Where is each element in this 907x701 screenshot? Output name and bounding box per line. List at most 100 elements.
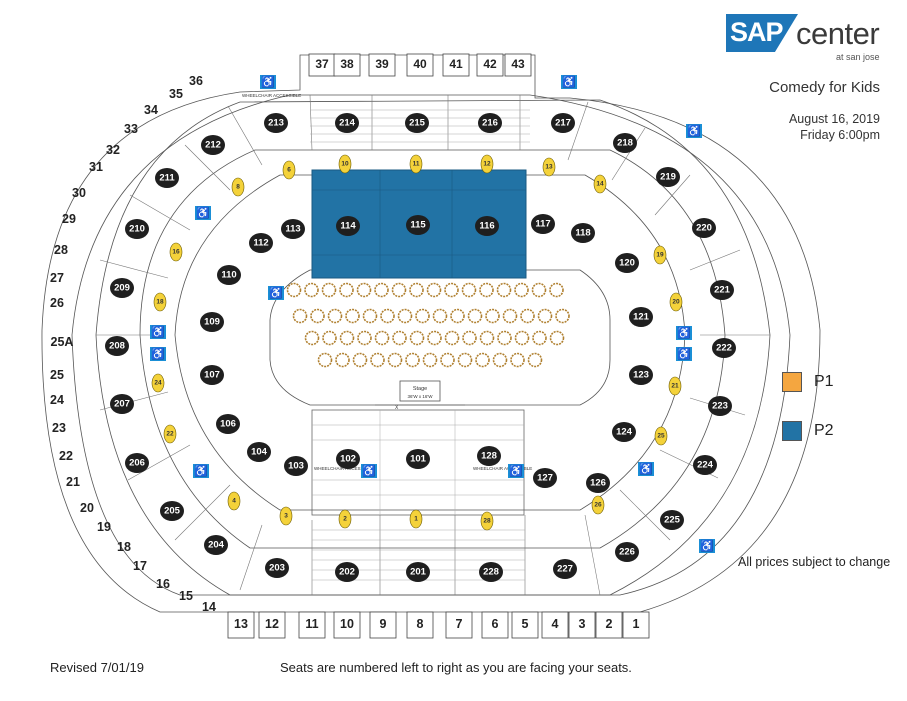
section-207[interactable]: 207 xyxy=(110,394,134,414)
section-203[interactable]: 203 xyxy=(265,558,289,578)
suite-13[interactable]: 13 xyxy=(227,611,255,639)
suite-32[interactable]: 32 xyxy=(106,143,120,157)
suite-14[interactable]: 14 xyxy=(202,600,216,614)
section-204[interactable]: 204 xyxy=(204,535,228,555)
suite-24[interactable]: 24 xyxy=(50,393,64,407)
section-117[interactable]: 117 xyxy=(531,214,555,234)
section-215[interactable]: 215 xyxy=(405,113,429,133)
section-101[interactable]: 101 xyxy=(406,449,430,469)
section-216[interactable]: 216 xyxy=(478,113,502,133)
floor-table xyxy=(467,308,483,324)
suite-25A[interactable]: 25A xyxy=(51,335,74,349)
section-114[interactable]: 114 xyxy=(336,216,360,236)
section-120[interactable]: 120 xyxy=(615,253,639,273)
floor-table xyxy=(317,352,333,368)
suite-37[interactable]: 37 xyxy=(308,53,336,77)
section-202[interactable]: 202 xyxy=(335,562,359,582)
section-127[interactable]: 127 xyxy=(533,468,557,488)
suite-38[interactable]: 38 xyxy=(333,53,361,77)
floor-table xyxy=(409,282,424,298)
suite-25[interactable]: 25 xyxy=(50,368,64,382)
section-102[interactable]: 102 xyxy=(336,449,360,469)
suite-23[interactable]: 23 xyxy=(52,421,66,435)
section-210[interactable]: 210 xyxy=(125,219,149,239)
suite-8[interactable]: 8 xyxy=(406,611,434,639)
suite-11[interactable]: 11 xyxy=(298,611,326,639)
section-225[interactable]: 225 xyxy=(660,510,684,530)
suite-4[interactable]: 4 xyxy=(541,611,569,639)
section-110[interactable]: 110 xyxy=(217,265,241,285)
section-126[interactable]: 126 xyxy=(586,473,610,493)
suite-16[interactable]: 16 xyxy=(156,577,170,591)
section-217[interactable]: 217 xyxy=(551,113,575,133)
section-121[interactable]: 121 xyxy=(629,307,653,327)
suite-3[interactable]: 3 xyxy=(568,611,596,639)
section-224[interactable]: 224 xyxy=(693,455,717,475)
suite-36[interactable]: 36 xyxy=(189,74,203,88)
suite-30[interactable]: 30 xyxy=(72,186,86,200)
wheelchair-icon: ♿ xyxy=(193,464,209,478)
suite-18[interactable]: 18 xyxy=(117,540,131,554)
section-212[interactable]: 212 xyxy=(201,135,225,155)
section-116[interactable]: 116 xyxy=(475,216,499,236)
section-213[interactable]: 213 xyxy=(264,113,288,133)
section-115[interactable]: 115 xyxy=(406,215,430,235)
section-221[interactable]: 221 xyxy=(710,280,734,300)
section-208[interactable]: 208 xyxy=(105,336,129,356)
vomitory-22-16: 22 xyxy=(163,424,177,444)
section-206[interactable]: 206 xyxy=(125,453,149,473)
suite-31[interactable]: 31 xyxy=(89,160,103,174)
suite-12[interactable]: 12 xyxy=(258,611,286,639)
section-222[interactable]: 222 xyxy=(712,338,736,358)
section-223[interactable]: 223 xyxy=(708,396,732,416)
section-109[interactable]: 109 xyxy=(200,312,224,332)
section-103[interactable]: 103 xyxy=(284,456,308,476)
suite-33[interactable]: 33 xyxy=(124,122,138,136)
suite-34[interactable]: 34 xyxy=(144,103,158,117)
section-107[interactable]: 107 xyxy=(200,365,224,385)
section-228[interactable]: 228 xyxy=(479,562,503,582)
suite-10[interactable]: 10 xyxy=(333,611,361,639)
section-211[interactable]: 211 xyxy=(155,168,179,188)
suite-41[interactable]: 41 xyxy=(442,53,470,77)
suite-5[interactable]: 5 xyxy=(511,611,539,639)
suite-22[interactable]: 22 xyxy=(59,449,73,463)
section-227[interactable]: 227 xyxy=(553,559,577,579)
section-219[interactable]: 219 xyxy=(656,167,680,187)
suite-2[interactable]: 2 xyxy=(595,611,623,639)
svg-text:29: 29 xyxy=(62,212,76,226)
suite-29[interactable]: 29 xyxy=(62,212,76,226)
suite-28[interactable]: 28 xyxy=(54,243,68,257)
section-104[interactable]: 104 xyxy=(247,442,271,462)
suite-1[interactable]: 1 xyxy=(622,611,650,639)
section-220[interactable]: 220 xyxy=(692,218,716,238)
suite-39[interactable]: 39 xyxy=(368,53,396,77)
section-205[interactable]: 205 xyxy=(160,501,184,521)
suite-6[interactable]: 6 xyxy=(481,611,509,639)
suite-9[interactable]: 9 xyxy=(369,611,397,639)
suite-40[interactable]: 40 xyxy=(406,53,434,77)
suite-19[interactable]: 19 xyxy=(97,520,111,534)
suite-21[interactable]: 21 xyxy=(66,475,80,489)
suite-7[interactable]: 7 xyxy=(445,611,473,639)
suite-42[interactable]: 42 xyxy=(476,53,504,77)
section-118[interactable]: 118 xyxy=(571,223,595,243)
section-124[interactable]: 124 xyxy=(612,422,636,442)
section-201[interactable]: 201 xyxy=(406,562,430,582)
suite-43[interactable]: 43 xyxy=(504,53,532,77)
section-226[interactable]: 226 xyxy=(615,542,639,562)
section-128[interactable]: 128 xyxy=(477,446,501,466)
section-214[interactable]: 214 xyxy=(335,113,359,133)
section-106[interactable]: 106 xyxy=(216,414,240,434)
section-209[interactable]: 209 xyxy=(110,278,134,298)
section-218[interactable]: 218 xyxy=(613,133,637,153)
suite-15[interactable]: 15 xyxy=(179,589,193,603)
suite-35[interactable]: 35 xyxy=(169,87,183,101)
suite-26[interactable]: 26 xyxy=(50,296,64,310)
suite-17[interactable]: 17 xyxy=(133,559,147,573)
section-112[interactable]: 112 xyxy=(249,233,273,253)
section-123[interactable]: 123 xyxy=(629,365,653,385)
suite-20[interactable]: 20 xyxy=(80,501,94,515)
section-113[interactable]: 113 xyxy=(281,219,305,239)
suite-27[interactable]: 27 xyxy=(50,271,64,285)
